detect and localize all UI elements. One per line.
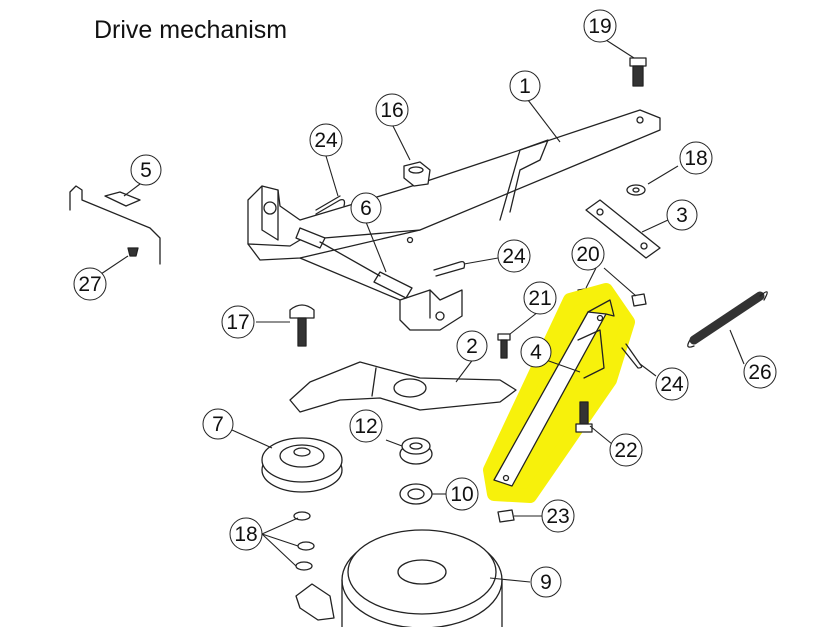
part-16-nut: [403, 161, 431, 187]
callout-18-top: 18: [679, 141, 713, 175]
callout-19: 19: [583, 9, 617, 43]
callout-22: 22: [609, 433, 643, 467]
part-7-pulley: [261, 437, 343, 493]
callout-17: 17: [221, 305, 255, 339]
part-18-washer-top: [626, 184, 646, 196]
part-27-screw: [127, 247, 139, 257]
part-2-idler-arm: [289, 361, 517, 413]
callout-16: 16: [375, 93, 409, 127]
part-26-spring: [687, 291, 768, 348]
svg-text:18: 18: [684, 147, 707, 170]
svg-text:26: 26: [748, 361, 771, 384]
callout-26: 26: [743, 355, 777, 389]
part-22-bolt: [575, 401, 593, 433]
svg-text:2: 2: [466, 335, 478, 358]
svg-text:22: 22: [614, 439, 637, 462]
part-10-bearing: [399, 483, 433, 505]
svg-text:23: 23: [546, 505, 569, 528]
callout-6: 6: [350, 192, 382, 224]
part-17-bolt: [289, 304, 315, 347]
part-18-washers-lower: [293, 511, 315, 571]
svg-text:10: 10: [450, 483, 473, 506]
callout-5: 5: [130, 154, 162, 186]
svg-text:24: 24: [314, 129, 338, 152]
part-19-bolt: [629, 57, 647, 87]
part-21-bolt: [497, 333, 511, 359]
bottom-bracket: [295, 583, 335, 621]
callout-21: 21: [523, 281, 557, 315]
svg-text:24: 24: [660, 373, 684, 396]
callout-2: 2: [456, 330, 488, 362]
callout-10: 10: [445, 477, 479, 511]
svg-text:19: 19: [588, 15, 611, 38]
callout-7: 7: [202, 408, 234, 440]
part-5-bracket: [69, 185, 161, 265]
svg-text:6: 6: [360, 197, 372, 220]
leader-lines: [97, 39, 745, 583]
svg-text:9: 9: [540, 571, 552, 594]
svg-text:12: 12: [354, 415, 377, 438]
callout-24-top: 24: [309, 123, 343, 157]
callout-9: 9: [530, 566, 562, 598]
part-23-nut: [497, 509, 515, 523]
callout-4: 4: [520, 336, 552, 368]
callout-1: 1: [509, 70, 541, 102]
svg-text:24: 24: [502, 245, 526, 268]
callouts: 1 2 3 4 5 6 7 9 10 12 16 17 18 18 19 20 …: [73, 9, 777, 598]
svg-text:16: 16: [380, 99, 403, 122]
callout-24-middle: 24: [497, 239, 531, 273]
svg-text:27: 27: [78, 273, 101, 296]
callout-23: 23: [541, 499, 575, 533]
part-6-pin: [295, 227, 413, 299]
callout-24-right: 24: [655, 367, 689, 401]
callout-20: 20: [571, 237, 605, 271]
part-3-plate: [585, 199, 661, 259]
part-12-bearing: [399, 437, 433, 465]
svg-text:17: 17: [226, 311, 249, 334]
callout-27: 27: [73, 267, 107, 301]
callout-18-bottom: 18: [229, 517, 263, 551]
svg-text:4: 4: [530, 341, 542, 364]
svg-text:20: 20: [576, 243, 599, 266]
diagram-title: Drive mechanism: [94, 16, 288, 44]
callout-12: 12: [349, 409, 383, 443]
svg-text:3: 3: [676, 204, 688, 227]
svg-text:5: 5: [140, 159, 152, 182]
svg-text:1: 1: [519, 75, 531, 98]
svg-text:21: 21: [528, 287, 551, 310]
svg-text:7: 7: [212, 413, 224, 436]
callout-3: 3: [666, 199, 698, 231]
part-4-highlighted-arm: [483, 283, 635, 503]
part-9-large-pulley: [341, 529, 503, 629]
part-1-frame-arm: [247, 109, 661, 331]
svg-text:18: 18: [234, 523, 257, 546]
